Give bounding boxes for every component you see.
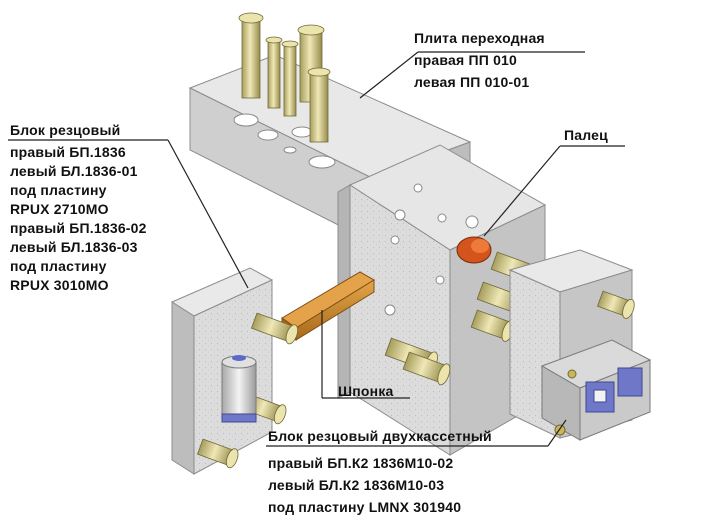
double-block-line-3: под пластину LMNX 301940 bbox=[268, 499, 462, 515]
key-label: Шпонка bbox=[338, 382, 394, 401]
double-block-label: Блок резцовый двухкассетный правый БП.К2… bbox=[268, 427, 492, 517]
double-block-title: Блок резцовый двухкассетный bbox=[268, 428, 492, 444]
plate-title: Плита переходная bbox=[414, 30, 545, 46]
cutter-block-left bbox=[170, 267, 299, 475]
double-cassette-block bbox=[508, 249, 652, 441]
block-line-6: левый БЛ.1836-03 bbox=[10, 239, 138, 255]
pin-part bbox=[456, 236, 492, 264]
block-line-2: левый БЛ.1836-01 bbox=[10, 163, 138, 179]
block-line-7: под пластину bbox=[10, 258, 107, 274]
block-line-1: правый БП.1836 bbox=[10, 144, 126, 160]
double-block-line-2: левый БЛ.К2 1836М10-03 bbox=[268, 477, 445, 493]
block-line-5: правый БП.1836-02 bbox=[10, 220, 147, 236]
block-line-8: RPUX 3010MO bbox=[10, 277, 109, 293]
plate-line-1: правая ПП 010 bbox=[414, 52, 518, 68]
pin-title: Палец bbox=[564, 127, 608, 143]
double-block-line-1: правый БП.К2 1836М10-02 bbox=[268, 455, 454, 471]
vertical-bolts bbox=[238, 12, 331, 143]
pin-label: Палец bbox=[564, 126, 608, 145]
block-line-4: RPUX 2710MO bbox=[10, 201, 109, 217]
block-label: Блок резцовый правый БП.1836 левый БЛ.18… bbox=[10, 121, 147, 295]
leader-lines bbox=[8, 51, 625, 447]
plate-label: Плита переходная правая ПП 010 левая ПП … bbox=[414, 29, 545, 92]
plate-line-2: левая ПП 010-01 bbox=[414, 74, 530, 90]
key-title: Шпонка bbox=[338, 383, 394, 399]
block-title: Блок резцовый bbox=[10, 122, 121, 138]
block-line-3: под пластину bbox=[10, 182, 107, 198]
